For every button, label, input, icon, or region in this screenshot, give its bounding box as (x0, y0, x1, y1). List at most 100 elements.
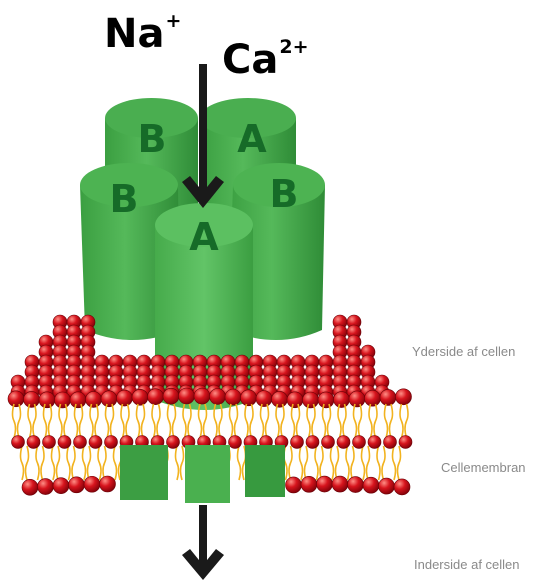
lipid-head (194, 388, 210, 404)
lipid-tail (369, 404, 372, 438)
lipid-head (301, 476, 317, 492)
lipid-head (101, 391, 117, 407)
lipid-tail (300, 446, 303, 480)
lipid-tail (398, 446, 401, 480)
lipid-tail (359, 404, 362, 438)
lipid-head (89, 436, 102, 449)
lipid-tail (297, 404, 300, 438)
lipid-head (74, 436, 87, 449)
lipid-tail (114, 446, 117, 480)
lipid-tail (367, 446, 370, 480)
lipid-head (306, 436, 319, 449)
inside-cell-label: Inderside af cellen (414, 557, 520, 572)
lipid-tail (106, 404, 109, 438)
lipid-tail (41, 446, 44, 480)
lipid-head (84, 476, 100, 492)
lipid-tail (72, 446, 75, 480)
lipid-head (38, 479, 54, 495)
lipid-head (39, 392, 55, 408)
lipid-head (396, 389, 412, 405)
subunit-label: A (237, 117, 267, 161)
lipid-tail (98, 446, 101, 480)
lipid-tail (142, 404, 145, 438)
lipid-tail (320, 446, 323, 480)
lipid-tail (36, 446, 39, 480)
lipid-tail (183, 404, 186, 438)
lipid-head (353, 436, 366, 449)
lipid-head (225, 389, 241, 405)
lipid-head (58, 436, 71, 449)
lipid-tail (393, 446, 396, 480)
lipid-tail (49, 404, 52, 438)
lipid-tail (238, 446, 241, 480)
lipid-head (163, 388, 179, 404)
lipid-tail (173, 404, 176, 438)
lipid-head (22, 479, 38, 495)
lipid-tail (377, 446, 380, 480)
lipid-head (117, 390, 133, 406)
lipid-tail (405, 404, 408, 438)
lipid-tail (152, 404, 155, 438)
lipid-head (70, 392, 86, 408)
lipid-tail (250, 404, 253, 438)
lipid-head (210, 389, 226, 405)
lipid-head (241, 390, 257, 406)
lipid-tail (323, 404, 326, 438)
subunit-label: A (189, 215, 219, 259)
lipid-tail (157, 404, 160, 438)
lipid-tail (103, 446, 106, 480)
lipid-head (286, 477, 302, 493)
lipid-tail (28, 404, 31, 438)
lipid-tail (88, 446, 91, 480)
lipid-tail (13, 404, 16, 438)
lipid-head (256, 391, 272, 407)
lipid-tail (354, 404, 357, 438)
lipid-head (303, 392, 319, 408)
lipid-tail (57, 446, 60, 480)
lipid-head (332, 476, 348, 492)
lipid-head (69, 477, 85, 493)
lipid-tail (312, 404, 315, 438)
lipid-head (399, 436, 412, 449)
lipid-head (318, 392, 334, 408)
lipid-tail (343, 404, 346, 438)
lipid-tail (181, 446, 184, 480)
lipid-head (380, 389, 396, 405)
lipid-tail (266, 404, 269, 438)
lipid-tail (59, 404, 62, 438)
lipid-head (363, 477, 379, 493)
lipid-tail (75, 404, 78, 438)
lipid-tail (44, 404, 47, 438)
lipid-tail (289, 446, 292, 480)
lipid-head (86, 391, 102, 407)
outside-cell-label: Yderside af cellen (412, 344, 515, 359)
lipid-head (132, 389, 148, 405)
lipid-head (317, 476, 333, 492)
lipid-head (322, 436, 335, 449)
lipid-head (229, 436, 242, 449)
lipid-tail (362, 446, 365, 480)
lipid-head (337, 436, 350, 449)
lipid-head (334, 392, 350, 408)
lipid-head (368, 436, 381, 449)
lipid-tail (305, 446, 308, 480)
lipid-tail (328, 404, 331, 438)
lipid-head (179, 388, 195, 404)
subunit-label: B (110, 177, 139, 221)
lipid-tail (400, 404, 403, 438)
sodium-ion-label: Na+ (104, 14, 181, 54)
channel-stalk (120, 445, 285, 503)
lipid-head (348, 477, 364, 493)
lipid-tail (331, 446, 334, 480)
lipid-tail (261, 404, 264, 438)
lipid-tail (281, 404, 284, 438)
lipid-tail (219, 404, 222, 438)
lipid-tail (176, 446, 179, 480)
lipid-tail (346, 446, 349, 480)
lipid-tail (121, 404, 124, 438)
lipid-tail (338, 404, 341, 438)
lipid-head (53, 478, 69, 494)
lipid-tail (67, 446, 70, 480)
lipid-tail (245, 404, 248, 438)
